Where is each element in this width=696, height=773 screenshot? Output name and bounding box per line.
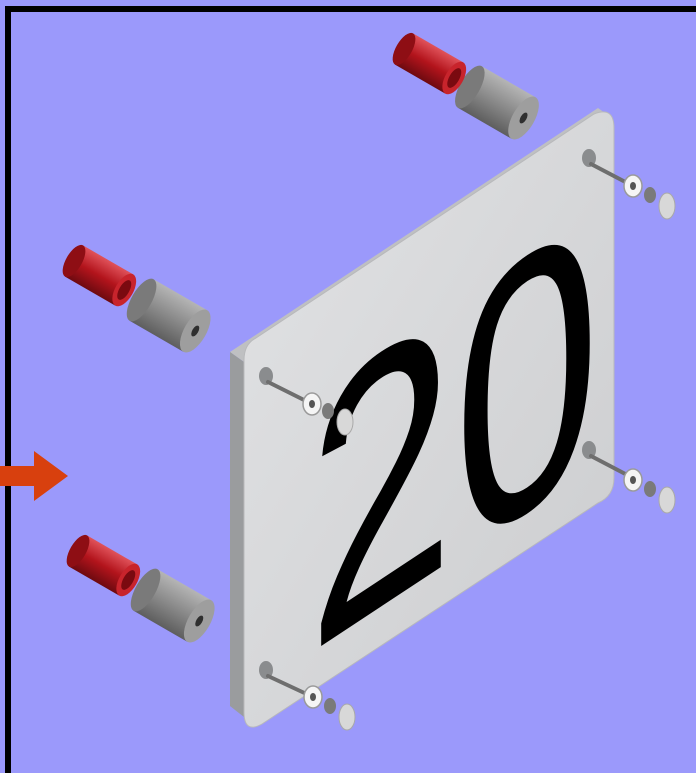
plate-side (230, 352, 244, 717)
